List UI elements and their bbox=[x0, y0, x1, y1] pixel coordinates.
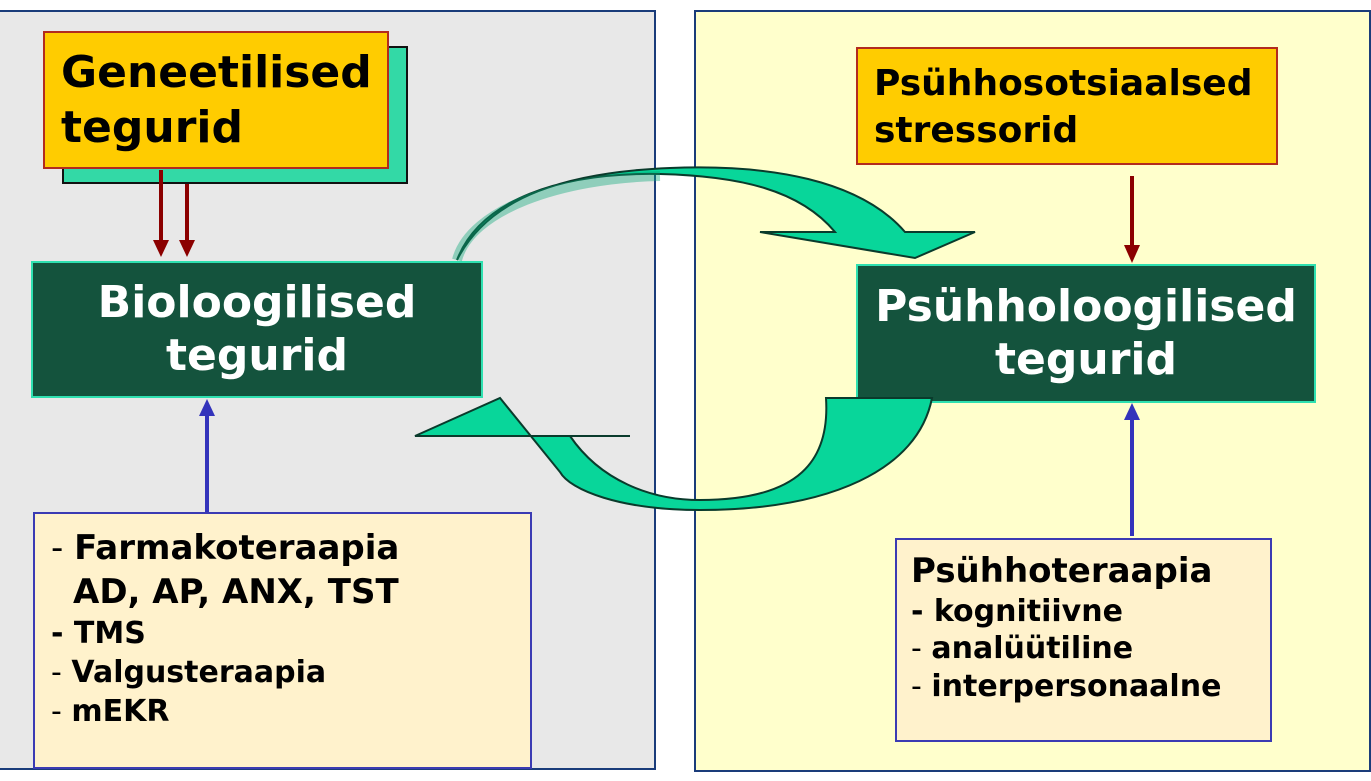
red-arrowhead-left-2 bbox=[179, 240, 195, 257]
stressors-line1: Psühhosotsiaalsed bbox=[874, 63, 1253, 104]
treatments-to-biological-arrow bbox=[199, 399, 215, 512]
psychotherapy-box: Psühhoteraapia - kognitiivne - analüütil… bbox=[895, 538, 1272, 742]
treatment-item-4: - Valgusteraapia bbox=[51, 655, 327, 691]
psychotherapy-item-2-text: analüütiline bbox=[931, 631, 1134, 666]
psychotherapy-item-3: - interpersonaalne bbox=[911, 668, 1222, 704]
cycle-arrow-top bbox=[452, 166, 976, 262]
cycle-arrow-bottom bbox=[414, 396, 934, 512]
treatment-item-2: AD, AP, ANX, TST bbox=[51, 570, 514, 614]
genetic-to-biological-arrows bbox=[153, 170, 195, 257]
biological-line2: tegurid bbox=[166, 329, 348, 381]
stressors-to-psychological-arrow bbox=[1124, 176, 1140, 263]
treatment-item-4-text: Valgusteraapia bbox=[71, 655, 327, 691]
genetic-line2: tegurid bbox=[61, 102, 243, 153]
stressors-line2: stressorid bbox=[874, 109, 1079, 151]
biological-factors-box: Bioloogilised tegurid bbox=[31, 261, 483, 398]
red-arrowhead-left-1 bbox=[153, 240, 169, 257]
genetic-factors-box: Geneetilised tegurid bbox=[43, 31, 389, 169]
treatment-item-1: - Farmakoteraapia bbox=[51, 528, 400, 568]
biological-treatments-box: - Farmakoteraapia AD, AP, ANX, TST - TMS… bbox=[33, 512, 532, 769]
treatment-item-3-text: TMS bbox=[73, 616, 146, 652]
treatment-item-1-text: Farmakoteraapia bbox=[74, 528, 400, 568]
psychotherapy-item-1: - kognitiivne bbox=[911, 593, 1123, 629]
treatment-item-3: - TMS bbox=[51, 616, 146, 652]
treatment-item-5-text: mEKR bbox=[71, 694, 170, 730]
psychological-line1: Psühholoogilised bbox=[875, 280, 1297, 332]
psychotherapy-item-1-text: kognitiivne bbox=[933, 593, 1123, 629]
psychotherapy-item-2: - analüütiline bbox=[911, 631, 1134, 666]
treatment-item-2-text: AD, AP, ANX, TST bbox=[73, 572, 399, 613]
stressors-box: Psühhosotsiaalsed stressorid bbox=[856, 47, 1278, 165]
biological-line1: Bioloogilised bbox=[97, 276, 417, 328]
genetic-line1: Geneetilised bbox=[61, 47, 372, 98]
psychological-factors-box: Psühholoogilised tegurid bbox=[856, 264, 1316, 403]
psychotherapy-to-psychological-arrow bbox=[1124, 403, 1140, 536]
psychological-line2: tegurid bbox=[995, 333, 1177, 385]
psychotherapy-item-3-text: interpersonaalne bbox=[931, 668, 1222, 704]
treatment-item-5: - mEKR bbox=[51, 694, 170, 730]
psychotherapy-title: Psühhoteraapia bbox=[911, 551, 1213, 591]
